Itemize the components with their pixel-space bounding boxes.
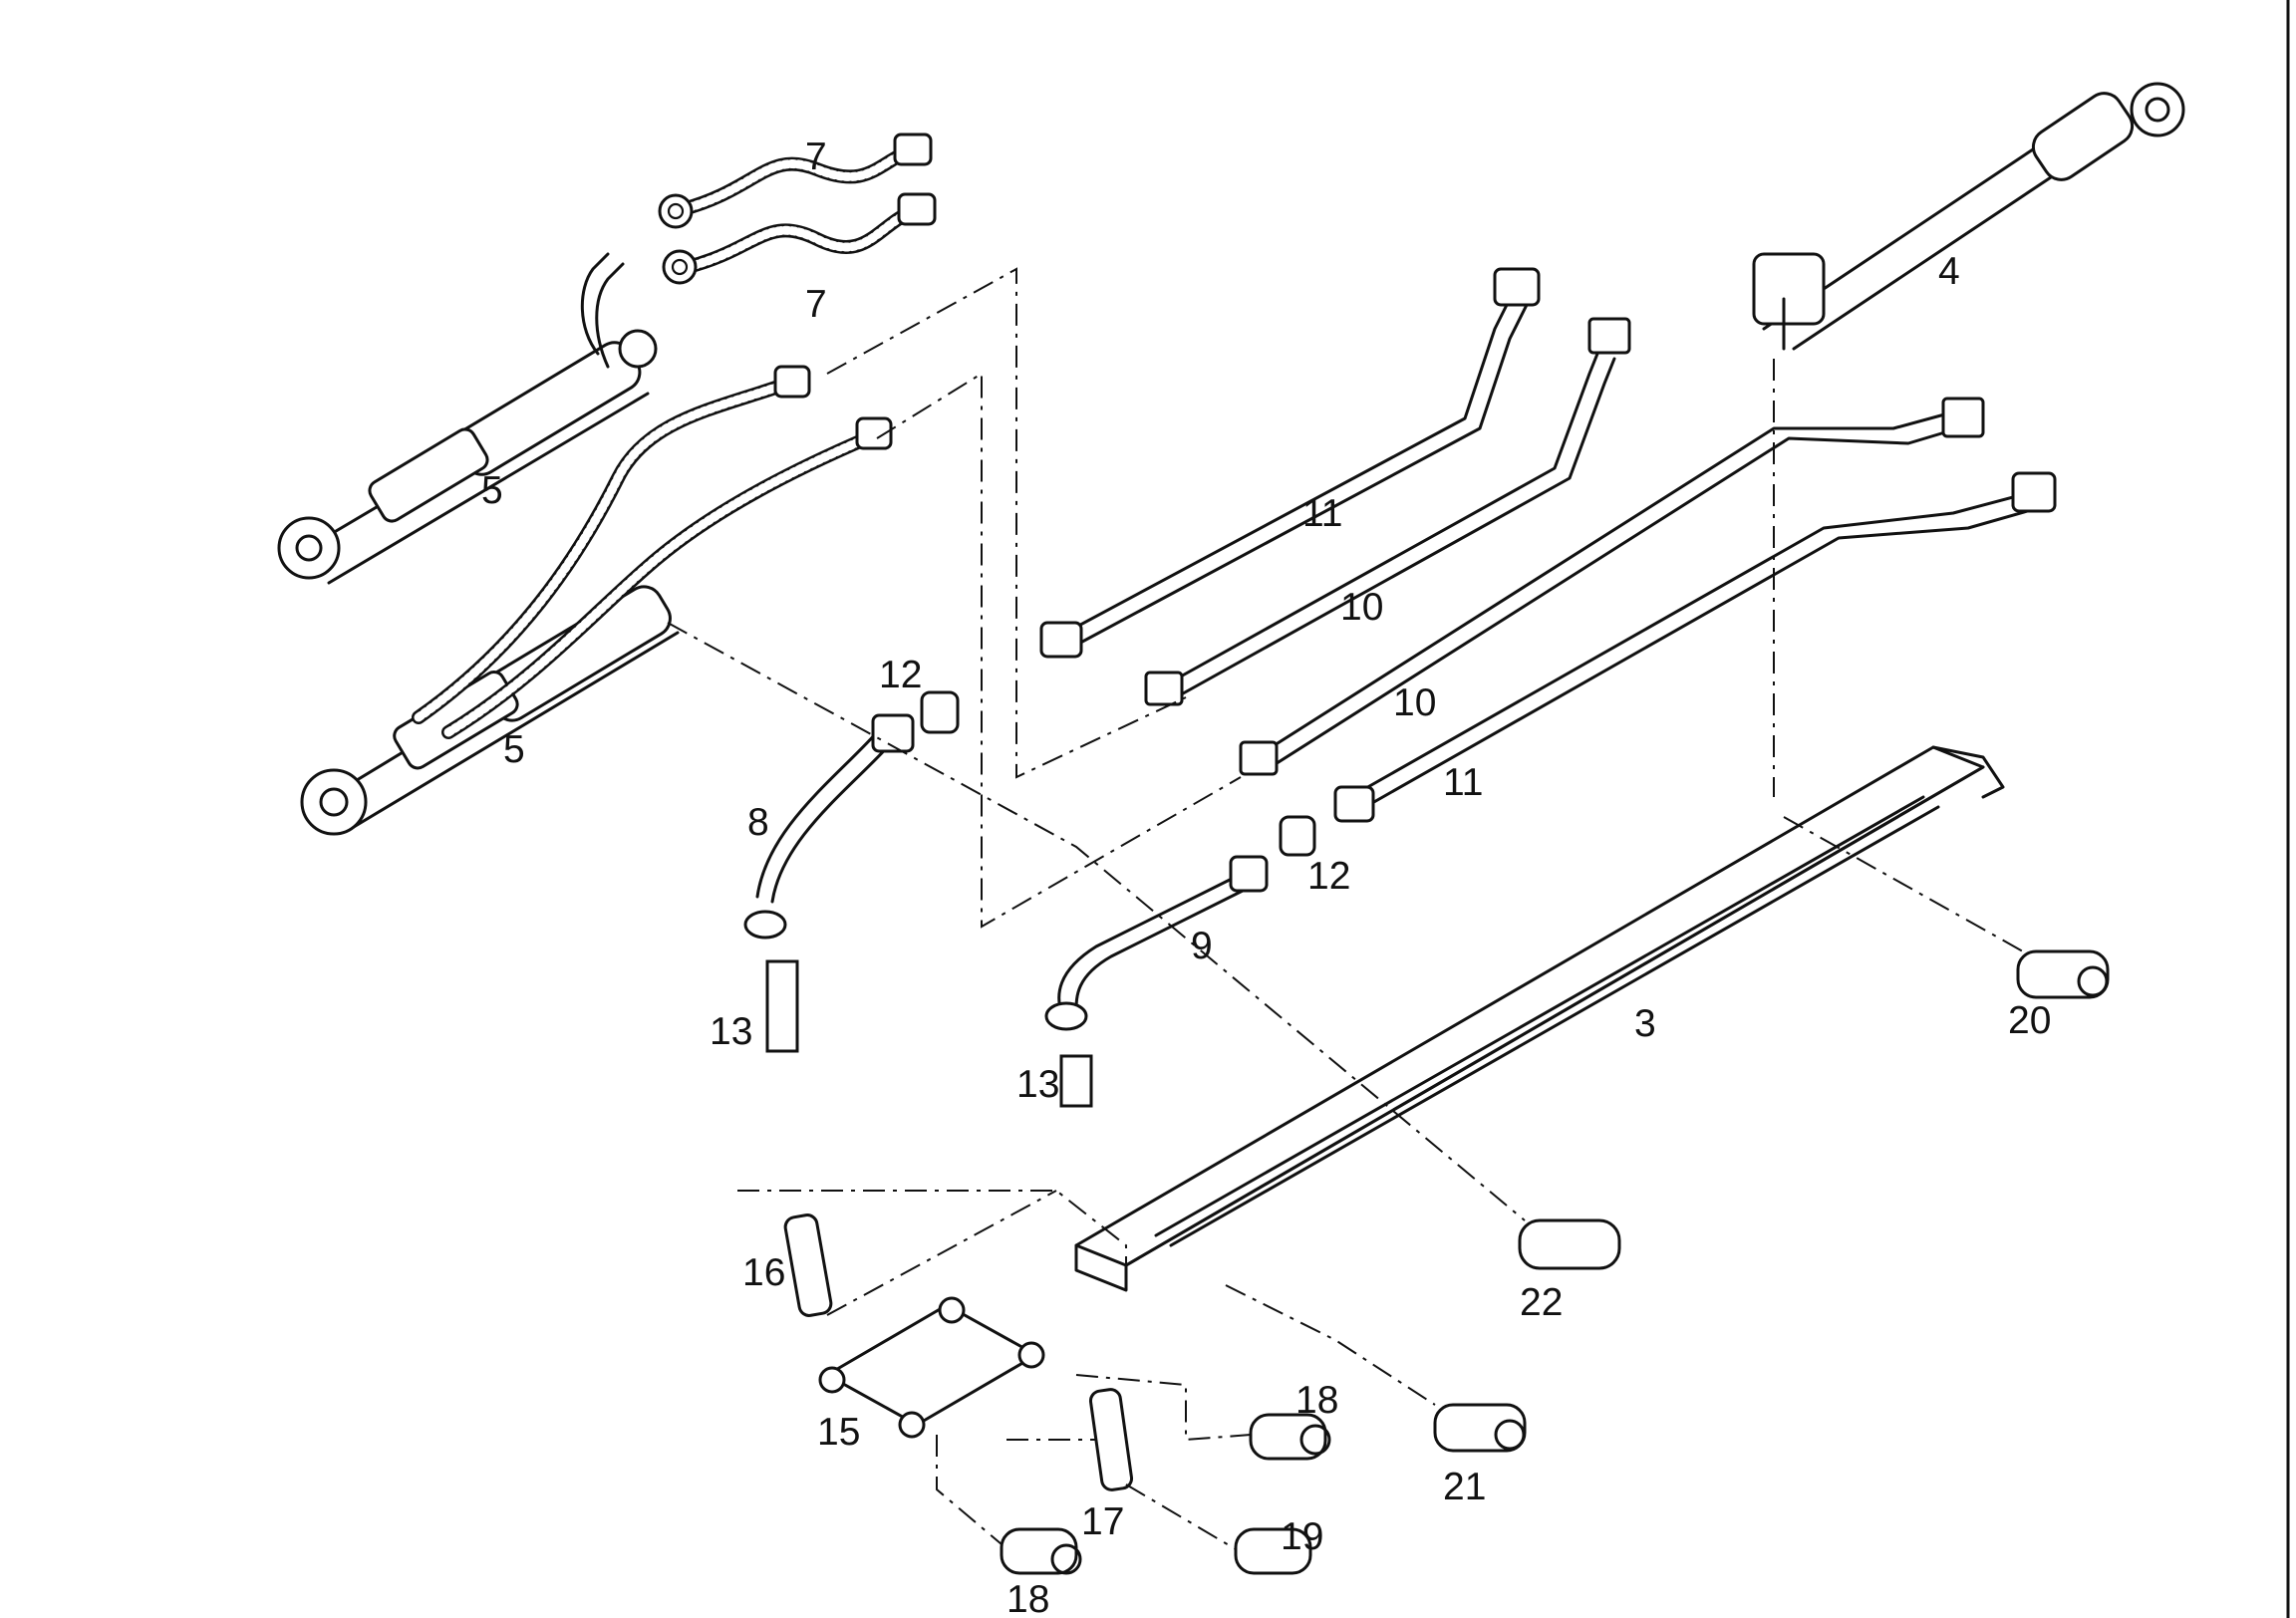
pin-21 [1433,1403,1527,1453]
label-part-10-upper: 10 [1340,586,1383,629]
label-part-7-upper: 7 [805,135,827,178]
pin-18-lower [1000,1527,1082,1575]
label-part-21: 21 [1443,1466,1486,1508]
label-part-11-lower: 11 [1443,761,1484,804]
hose-7-upper [658,133,933,229]
label-part-5-lower: 5 [503,728,525,771]
hose-7-lower [662,192,937,285]
label-part-4: 4 [1938,250,1960,293]
label-part-20: 20 [2008,999,2051,1042]
label-part-15: 15 [817,1411,860,1454]
elbow-13-lower [1059,1054,1093,1108]
pipe-9 [1044,855,1269,1031]
boom-3 [1074,745,2005,1292]
cylinder-4 [1752,82,2185,351]
label-part-8: 8 [747,801,769,844]
label-part-7-lower: 7 [805,283,827,326]
label-part-18-upper: 18 [1295,1379,1338,1422]
link-15 [818,1296,1045,1439]
pipe-11-upper [1039,267,1541,659]
leader-lines [667,267,2024,1550]
label-part-12-upper: 12 [879,654,922,696]
label-part-12-lower: 12 [1307,855,1350,898]
label-part-11-upper: 11 [1302,492,1343,535]
plate-17 [1088,1388,1134,1491]
label-part-16: 16 [742,1251,785,1294]
label-part-9: 9 [1191,925,1213,967]
label-part-10-lower: 10 [1393,681,1436,724]
cylinder-5-upper [277,252,658,585]
pipe-11-lower [1333,471,2057,823]
label-part-5-upper: 5 [481,469,503,512]
fitting-12-lower [1279,815,1316,857]
pin-19 [1234,1527,1312,1575]
pin-18-upper [1249,1413,1331,1461]
label-part-13-lower: 13 [1016,1063,1059,1106]
label-part-18-lower: 18 [1006,1578,1049,1618]
label-part-17: 17 [1081,1500,1124,1543]
pipe-10-upper [1144,317,1631,706]
pin-20 [2016,949,2110,999]
plate-16 [783,1214,833,1317]
label-part-22: 22 [1520,1281,1563,1324]
label-part-3: 3 [1634,1002,1656,1045]
pipe-10-lower [1239,397,1985,776]
fitting-12-upper [920,690,960,734]
cylinder-5-lower [300,365,893,836]
pin-22 [1518,1218,1621,1270]
elbow-13-upper [765,959,799,1053]
label-part-13-upper: 13 [710,1010,752,1053]
pipe-8 [743,713,915,940]
label-part-19: 19 [1281,1515,1323,1558]
